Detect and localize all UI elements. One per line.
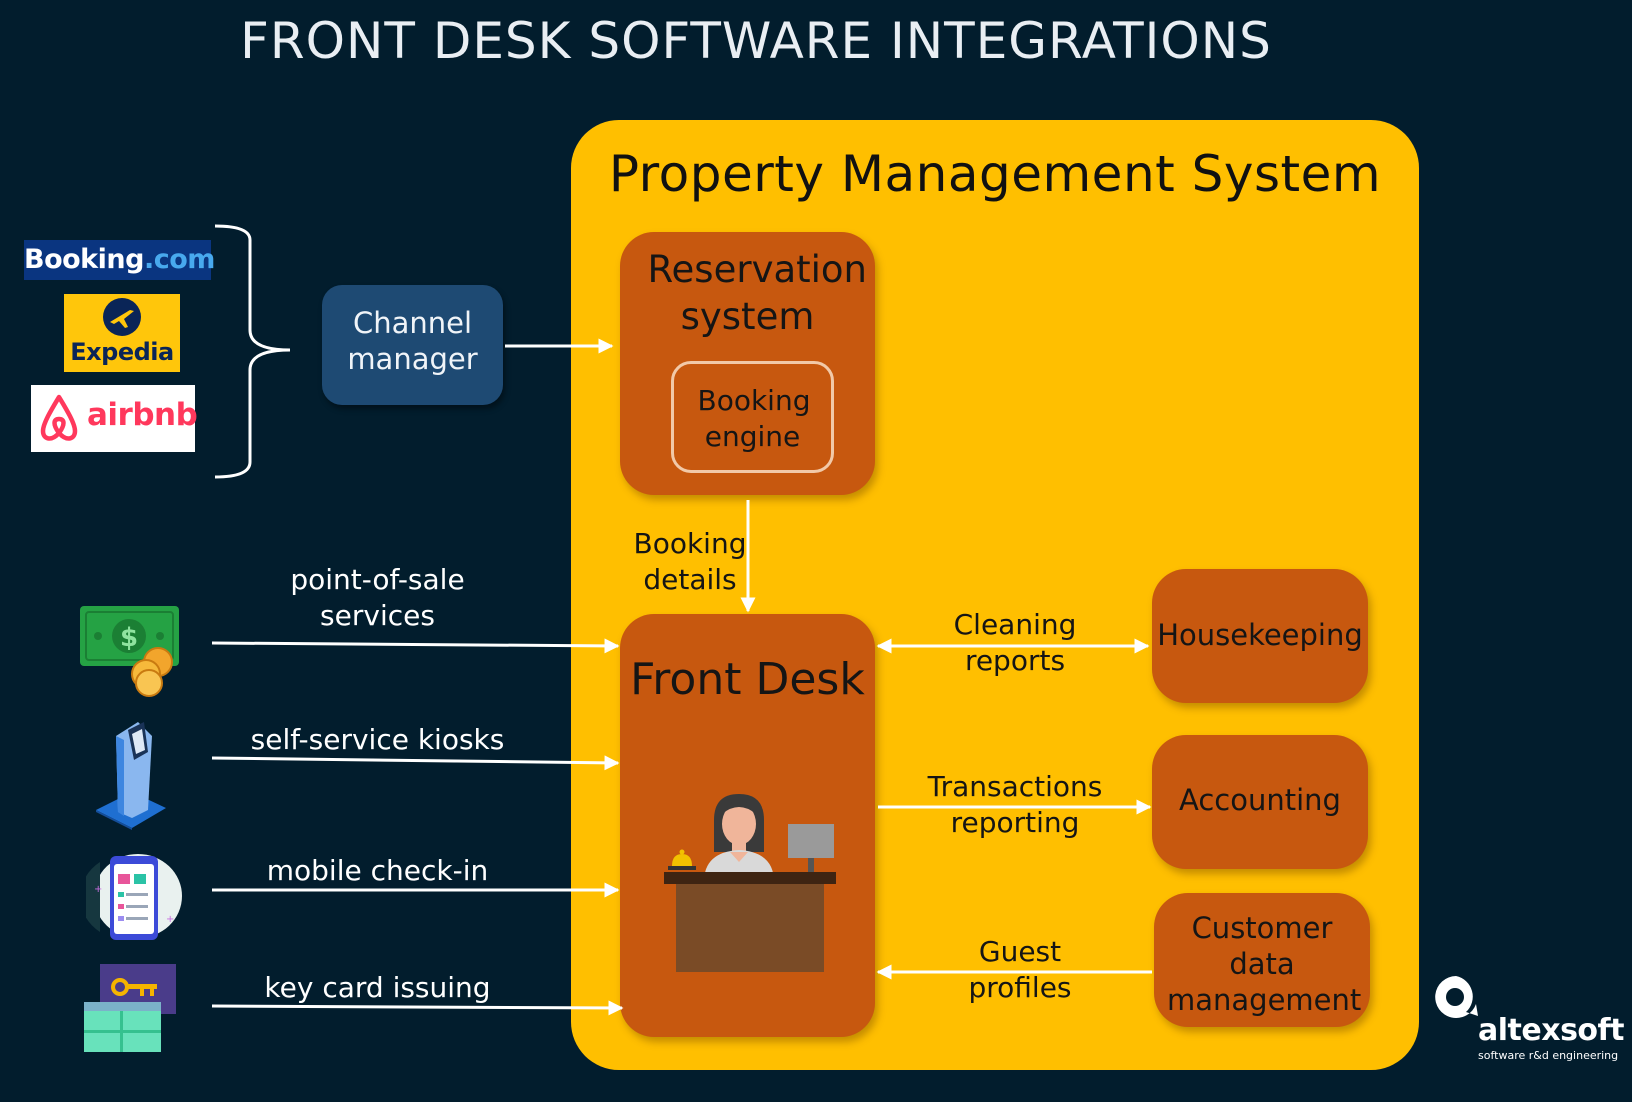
guest-profiles-label: Guest profiles bbox=[920, 934, 1120, 1006]
channel-manager-label: Channel manager bbox=[322, 305, 503, 377]
keycard-arrow bbox=[211, 1000, 624, 1016]
key-card-icon bbox=[84, 964, 176, 1052]
airbnb-logo: airbnb bbox=[31, 385, 198, 452]
airbnb-icon bbox=[40, 394, 78, 441]
channels-brace bbox=[214, 224, 291, 479]
altexsoft-tagline: software r&d engineering bbox=[1478, 1049, 1619, 1062]
reservation-system-label: Reservation system bbox=[620, 246, 875, 340]
accounting-box bbox=[1152, 735, 1368, 869]
booking-engine-label: Booking engine bbox=[671, 383, 834, 455]
pos-text: point-of-sale services bbox=[290, 563, 465, 632]
altexsoft-logo-icon bbox=[1435, 976, 1478, 1018]
altexsoft-name: altexsoft bbox=[1478, 1013, 1624, 1048]
key-card-label: key card issuing bbox=[264, 971, 491, 1004]
reservation-system-text: Reservation system bbox=[647, 248, 868, 338]
kiosks-arrow bbox=[211, 755, 620, 771]
svg-text:+: + bbox=[94, 884, 102, 895]
svg-text:$: $ bbox=[120, 623, 138, 653]
booking-com-logo: Booking.com bbox=[24, 240, 215, 280]
pos-label: point-of-sale services bbox=[260, 562, 495, 634]
booking-engine-text: Booking engine bbox=[697, 384, 811, 453]
booking-suffix-text: .com bbox=[143, 244, 215, 275]
booking-brand-text: Booking bbox=[24, 244, 144, 275]
mobile-phone-icon: + + bbox=[86, 854, 182, 940]
page-title: FRONT DESK SOFTWARE INTEGRATIONS bbox=[240, 12, 1272, 70]
customer-data-management-label: Customer data management bbox=[1154, 910, 1370, 1018]
receptionist-icon bbox=[664, 794, 836, 972]
accounting-label: Accounting bbox=[1179, 783, 1341, 817]
pos-arrow bbox=[211, 638, 620, 654]
front-desk-label: Front Desk bbox=[630, 654, 865, 705]
kiosks-label: self-service kiosks bbox=[250, 723, 505, 756]
svg-text:+: + bbox=[166, 914, 174, 925]
customer-data-management-text: Customer data management bbox=[1167, 911, 1362, 1017]
channel-manager-text: Channel manager bbox=[347, 306, 478, 376]
expedia-logo: Expedia bbox=[64, 294, 180, 372]
mobile-checkin-label: mobile check-in bbox=[266, 854, 489, 887]
expedia-text: Expedia bbox=[70, 338, 174, 366]
housekeeping-label: Housekeeping bbox=[1157, 618, 1363, 652]
booking-details-text: Booking details bbox=[633, 527, 747, 596]
pms-title: Property Management System bbox=[608, 145, 1382, 203]
channel-manager-box bbox=[322, 285, 503, 405]
transactions-reporting-label: Transactions reporting bbox=[895, 769, 1135, 841]
booking-details-label: Booking details bbox=[610, 526, 770, 598]
kiosk-icon bbox=[96, 722, 166, 830]
customer-data-management-box bbox=[1154, 893, 1370, 1027]
airbnb-text: airbnb bbox=[87, 397, 198, 433]
plane-icon bbox=[103, 298, 141, 336]
guest-profiles-text: Guest profiles bbox=[968, 935, 1072, 1004]
booking-engine-box bbox=[671, 361, 834, 473]
housekeeping-box bbox=[1152, 569, 1368, 703]
cash-icon: $ bbox=[80, 606, 179, 697]
transactions-reporting-text: Transactions reporting bbox=[927, 770, 1103, 839]
